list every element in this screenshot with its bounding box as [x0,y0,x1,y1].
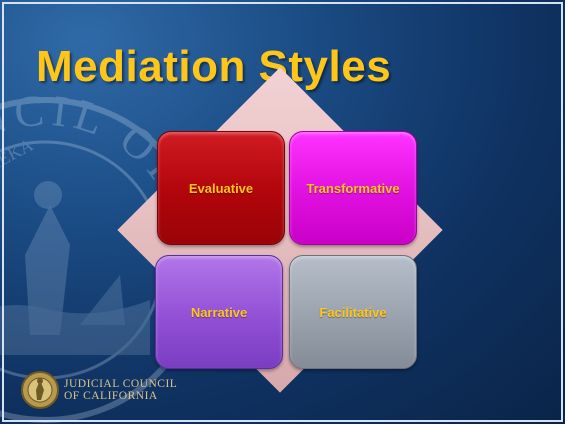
tile-label: Narrative [190,304,248,320]
california-seal-icon [21,371,59,409]
tile-label: Facilitative [319,304,387,320]
tile-evaluative: Evaluative [157,131,285,245]
org-line-1: JUDICIAL COUNCIL [64,378,178,390]
tile-label: Evaluative [188,180,254,196]
org-line-2: OF CALIFORNIA [64,390,158,402]
slide-title: Mediation Styles [36,42,392,91]
organization-name: JUDICIAL COUNCIL OF CALIFORNIA [64,378,177,402]
tile-narrative: Narrative [155,255,283,369]
tile-facilitative: Facilitative [289,255,417,369]
watermark-motto: EUREKA [0,135,36,187]
tile-transformative: Transformative [289,131,417,245]
tile-label: Transformative [306,180,400,196]
